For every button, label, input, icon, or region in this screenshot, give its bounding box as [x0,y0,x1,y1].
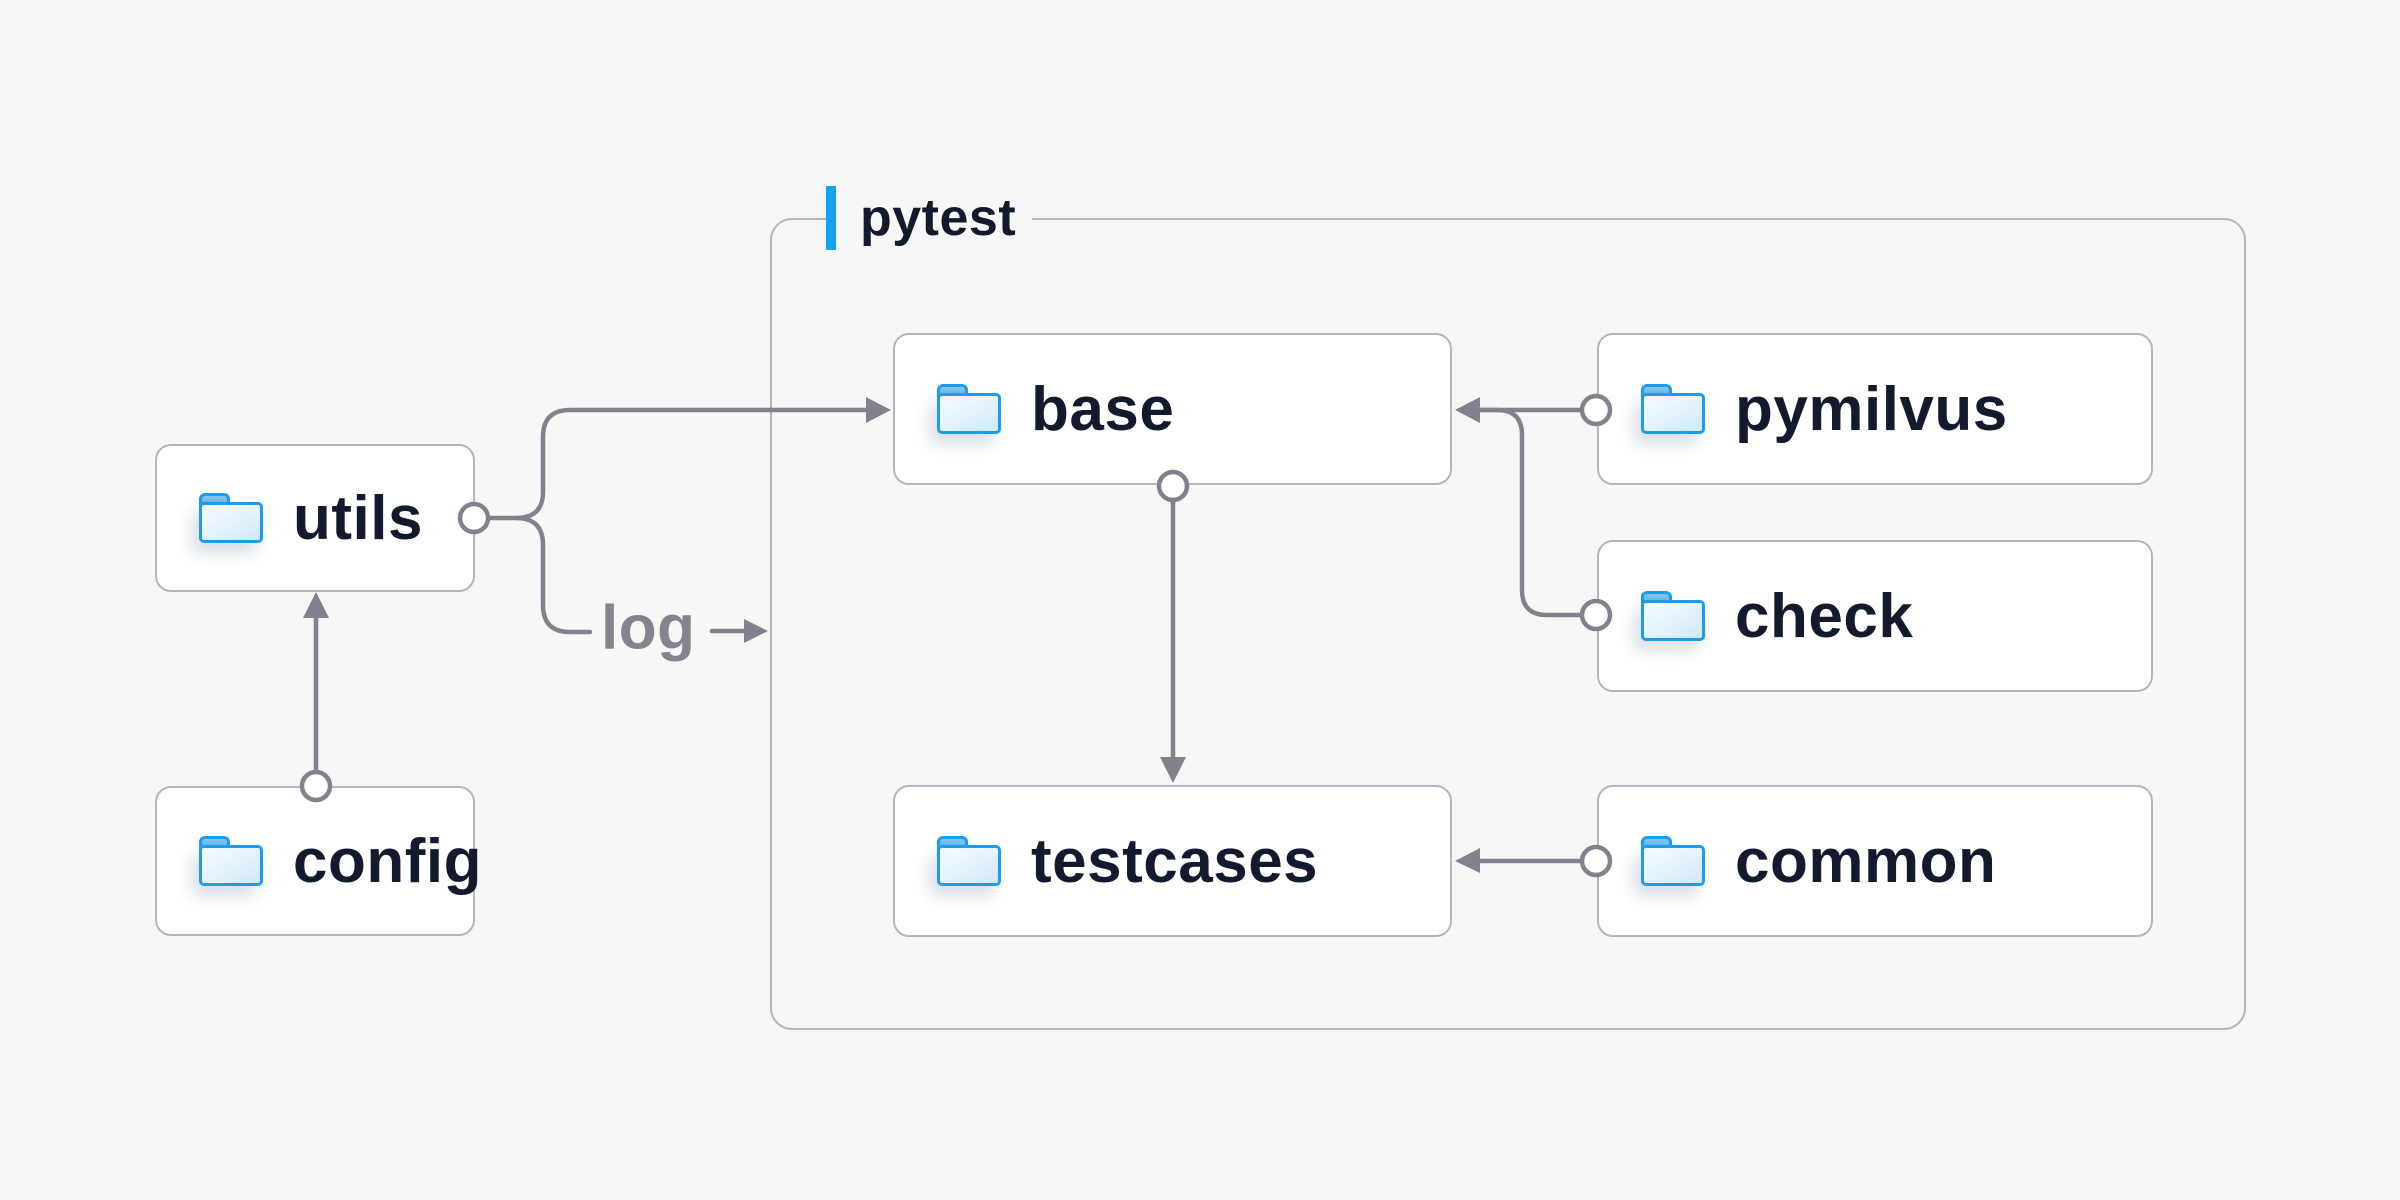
pytest-group-container [770,218,2246,1030]
folder-icon [937,384,1001,434]
node-config: config [155,786,481,936]
node-label: config [293,826,482,896]
arrowhead-log-into-pytest [744,619,768,643]
folder-body [1641,845,1705,886]
arrowhead-into-utils [303,592,329,618]
folder-body [937,845,1001,886]
folder-icon [199,493,263,543]
edge-label-log: log [601,593,696,663]
folder-body [1641,600,1705,641]
folder-body [199,502,263,543]
node-label: utils [293,483,423,553]
node-pymilvus: pymilvus [1597,333,2153,485]
folder-body [199,845,263,886]
node-base: base [893,333,1452,485]
pytest-group-title: pytest [860,189,1017,247]
edge-utils-log-line [513,515,593,635]
folder-icon [1641,384,1705,434]
pytest-group-label: pytest [826,186,1033,250]
accent-bar [826,186,836,250]
folder-body [937,393,1001,434]
folder-icon [199,836,263,886]
node-common: common [1597,785,2153,937]
folder-icon [937,836,1001,886]
node-utils: utils [155,444,475,592]
node-check: check [1597,540,2153,692]
node-label: base [1031,374,1175,444]
node-label: check [1735,581,1914,651]
node-label: common [1735,826,1997,896]
node-label: testcases [1031,826,1319,896]
node-label: pymilvus [1735,374,2008,444]
folder-icon [1641,591,1705,641]
folder-body [1641,393,1705,434]
node-testcases: testcases [893,785,1452,937]
folder-icon [1641,836,1705,886]
